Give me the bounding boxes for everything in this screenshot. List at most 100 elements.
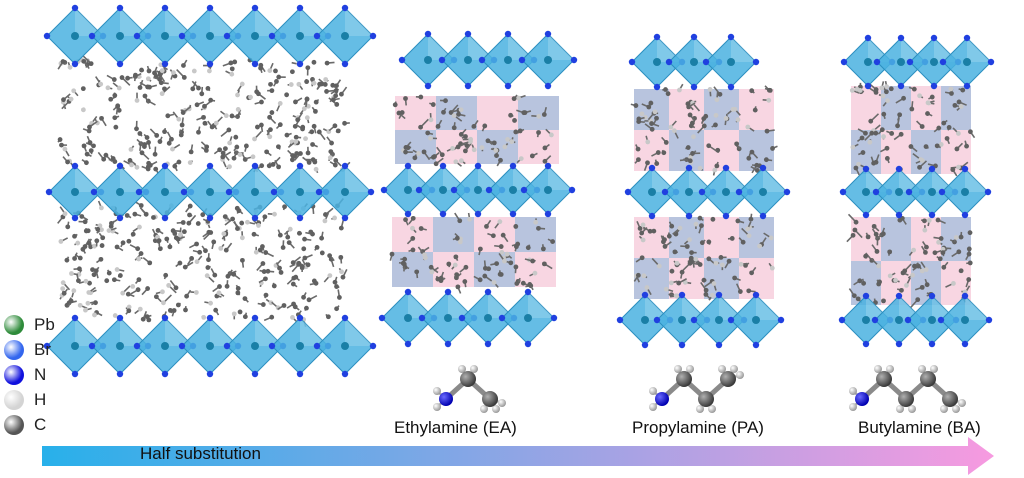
organic-atom	[645, 160, 650, 166]
organic-atom	[477, 277, 483, 283]
br-atom	[206, 370, 214, 378]
pb-atom	[206, 32, 214, 40]
organic-atom	[635, 272, 641, 278]
organic-atom	[120, 240, 126, 246]
br-atom	[498, 314, 506, 322]
pb-atom	[341, 342, 349, 350]
organic-atom	[640, 222, 646, 228]
organic-atom	[98, 81, 104, 87]
organic-atom	[441, 109, 446, 115]
organic-atom	[137, 224, 142, 230]
pb-atom	[404, 314, 412, 322]
pbbr6-octahedron	[906, 34, 962, 90]
organic-atom	[113, 124, 119, 130]
organic-atom	[204, 144, 210, 150]
br-atom	[415, 186, 423, 194]
organic-atom	[732, 275, 738, 281]
organic-atom	[697, 165, 703, 171]
pbbr6-octahedron	[378, 288, 438, 348]
organic-atom	[120, 290, 126, 296]
organic-atom	[734, 141, 740, 147]
organic-atom	[497, 271, 503, 277]
hydrogen-atom	[480, 405, 488, 413]
br-atom	[906, 58, 914, 66]
organic-atom	[648, 100, 654, 106]
organic-atom	[770, 146, 775, 151]
organic-atom	[92, 243, 97, 249]
organic-atom	[76, 278, 81, 284]
organic-atom	[951, 281, 956, 286]
organic-atom	[62, 146, 68, 152]
pink-cell	[911, 86, 941, 130]
organic-atom	[529, 153, 535, 159]
br-atom	[206, 162, 214, 170]
organic-atom	[106, 228, 112, 234]
br-atom	[871, 316, 879, 324]
pb-atom	[930, 58, 938, 66]
organic-atom	[652, 109, 658, 115]
arrow-label: Half substitution	[140, 444, 261, 463]
hydrogen-atom	[730, 365, 738, 373]
organic-atom	[520, 280, 526, 286]
organic-atom	[57, 137, 63, 142]
organic-atom	[926, 218, 932, 223]
br-atom	[133, 32, 141, 40]
organic-atom	[290, 153, 296, 158]
organic-atom	[103, 152, 109, 158]
organic-atom	[304, 115, 310, 121]
organic-atom	[117, 273, 123, 278]
organic-atom	[748, 216, 754, 222]
organic-atom	[142, 144, 147, 150]
organic-atom	[305, 103, 311, 109]
organic-atom	[203, 148, 209, 153]
organic-atom	[763, 157, 769, 163]
organic-atom	[735, 218, 741, 224]
organic-atom	[112, 93, 118, 98]
octahedron-highlight	[345, 318, 373, 346]
organic-atom	[171, 308, 177, 313]
br-atom	[570, 56, 578, 64]
pbbr6-octahedron	[45, 162, 105, 222]
pb-atom	[116, 342, 124, 350]
br-atom	[296, 314, 304, 322]
organic-atom	[256, 223, 261, 228]
organic-atom	[880, 93, 886, 99]
br-atom	[404, 210, 412, 218]
organic-atom	[166, 283, 172, 288]
organic-atom	[672, 249, 678, 255]
organic-atom	[273, 68, 278, 74]
pbbr6-octahedron	[520, 162, 576, 218]
br-atom	[872, 188, 880, 196]
organic-atom	[153, 166, 159, 172]
organic-atom	[964, 143, 969, 149]
octahedron-highlight	[75, 166, 101, 192]
organic-atom	[135, 287, 141, 293]
pb-atom	[524, 314, 532, 322]
br-atom	[341, 370, 349, 378]
organic-atom	[330, 97, 336, 103]
organic-atom	[152, 238, 158, 244]
pb-atom	[439, 186, 447, 194]
organic-atom	[953, 235, 959, 240]
organic-atom	[208, 97, 214, 103]
organic-atom	[136, 277, 142, 283]
organic-atom	[701, 123, 707, 129]
hydrogen-atom	[498, 399, 506, 407]
organic-atom	[418, 226, 424, 231]
organic-atom	[126, 308, 132, 314]
br-atom	[759, 164, 767, 172]
br-atom	[735, 188, 743, 196]
organic-atom	[967, 260, 973, 266]
butylamine-structure-panel	[838, 34, 995, 348]
organic-atom	[93, 300, 98, 306]
organic-atom	[267, 134, 273, 140]
nitrogen-atom	[855, 392, 869, 406]
hydrogen-atom	[849, 403, 857, 411]
substitution-arrow	[42, 437, 994, 475]
br-atom	[616, 316, 624, 324]
br-atom	[864, 34, 872, 42]
br-atom	[88, 32, 96, 40]
organic-atom	[715, 147, 721, 153]
organic-atom	[142, 93, 148, 99]
organic-atom	[302, 255, 308, 261]
